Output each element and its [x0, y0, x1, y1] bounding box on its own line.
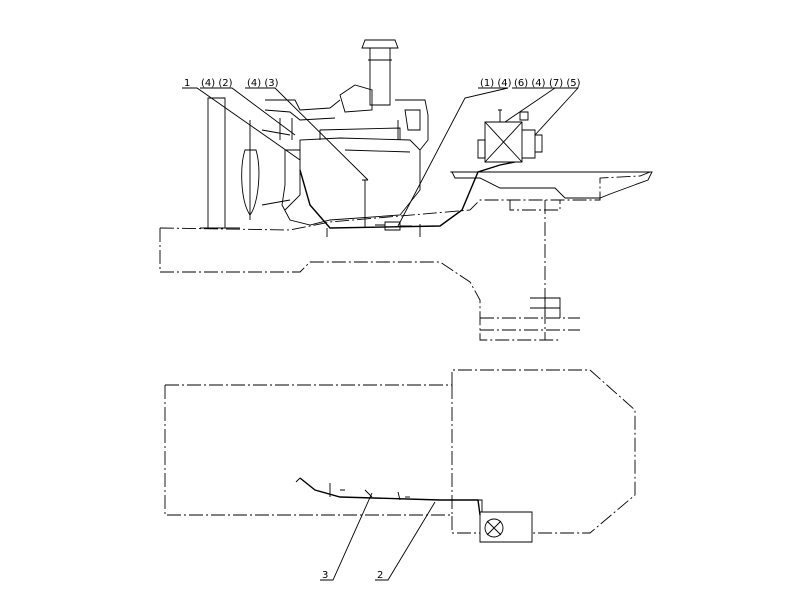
- callout-2: 2: [377, 570, 383, 581]
- frame-outline: [159, 171, 651, 231]
- exhaust-stack: [361, 39, 399, 106]
- callout-1: 1: [184, 78, 190, 89]
- callout-4-3: (4) (3): [247, 78, 279, 89]
- fuel-tank: [479, 511, 533, 543]
- plan-view: [164, 369, 636, 543]
- tank-cap: [484, 518, 504, 538]
- radiator: [200, 97, 240, 229]
- callout-1-4: (1) (4): [480, 78, 512, 89]
- leader-lines: [182, 87, 580, 581]
- callout-7-5: (7) (5): [549, 78, 581, 89]
- callout-3: 3: [322, 570, 328, 581]
- callout-6-4: (6) (4): [514, 78, 546, 89]
- plan-fuel-line: [299, 477, 481, 516]
- callout-labels: 1 (4) (2) (4) (3) (1) (4) (6) (4) (7) (5…: [184, 78, 581, 581]
- pump-fitting: [384, 221, 401, 231]
- callout-4-2: (4) (2): [201, 78, 233, 89]
- fuel-line: [299, 161, 516, 229]
- platform-plate: [451, 171, 653, 199]
- plan-outline: [165, 369, 636, 534]
- side-elevation-view: [159, 39, 653, 341]
